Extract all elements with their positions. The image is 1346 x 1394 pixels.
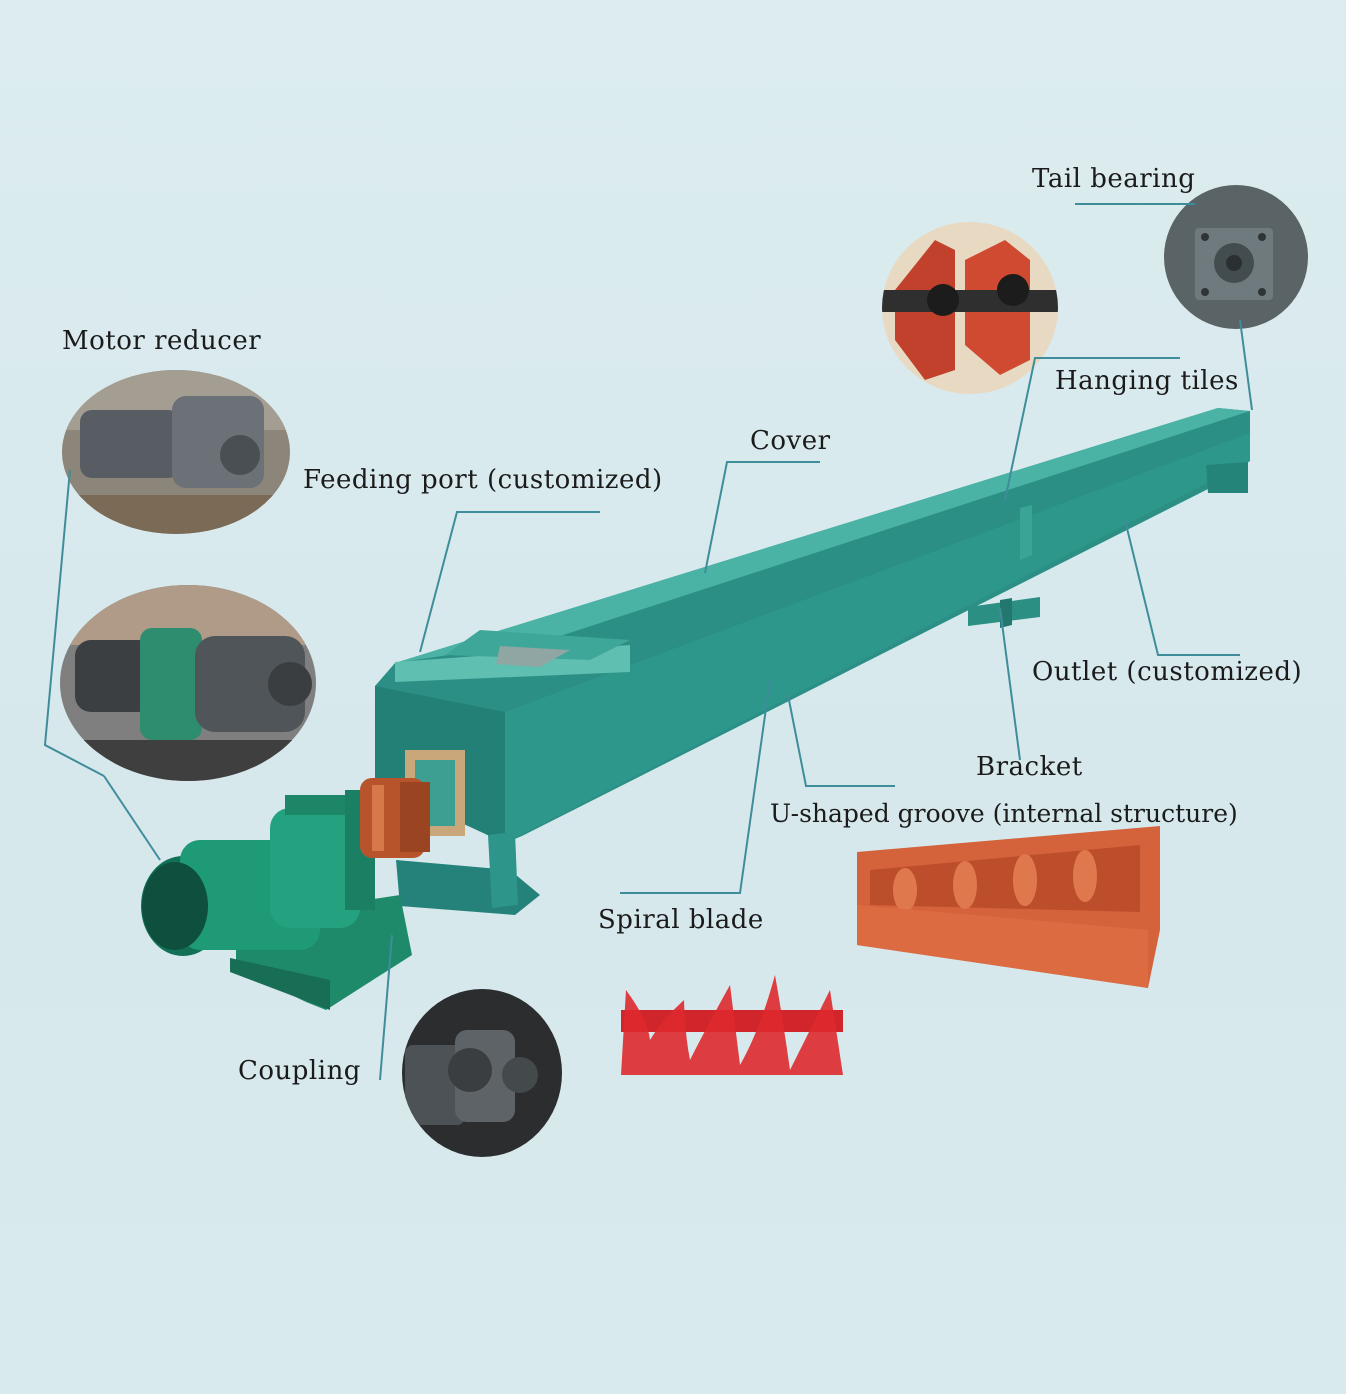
label-outlet: Outlet (customized) <box>1032 657 1303 687</box>
label-spiral-blade: Spiral blade <box>598 905 764 935</box>
coupling-inset <box>402 989 562 1157</box>
u-groove-inset <box>857 826 1160 988</box>
leader-lines <box>43 203 1253 1081</box>
drive-assembly <box>141 778 430 1010</box>
label-cover: Cover <box>750 426 831 456</box>
leader-tail-bearing-to-trough <box>1239 319 1253 411</box>
motor-reducer-inset-1 <box>62 370 290 534</box>
leader-feeding-port <box>419 511 600 653</box>
label-feeding-port: Feeding port (customized) <box>303 465 663 495</box>
leader-outlet <box>1124 519 1240 656</box>
conveyor-trough <box>375 408 1250 915</box>
leader-cover <box>704 461 820 574</box>
label-u-shaped-groove: U-shaped groove (internal structure) <box>770 799 1238 828</box>
motor-reducer-inset-2 <box>60 585 316 781</box>
label-hanging-tiles: Hanging tiles <box>1055 366 1239 396</box>
label-bracket: Bracket <box>976 752 1083 782</box>
leader-motor-2 <box>103 775 161 861</box>
leader-spiral-blade <box>620 679 771 894</box>
label-motor-reducer: Motor reducer <box>62 326 262 356</box>
leader-bracket <box>999 607 1021 761</box>
label-tail-bearing: Tail bearing <box>1032 164 1196 194</box>
leader-coupling <box>379 934 393 1081</box>
leader-u-groove <box>787 694 895 787</box>
tail-bearing-inset <box>1164 185 1308 329</box>
spiral-blade-inset <box>621 975 843 1075</box>
label-coupling: Coupling <box>238 1056 361 1086</box>
hanging-tiles-inset <box>882 222 1058 394</box>
leader-hanging-tiles <box>1004 357 1180 501</box>
leader-motor-1 <box>43 469 105 777</box>
